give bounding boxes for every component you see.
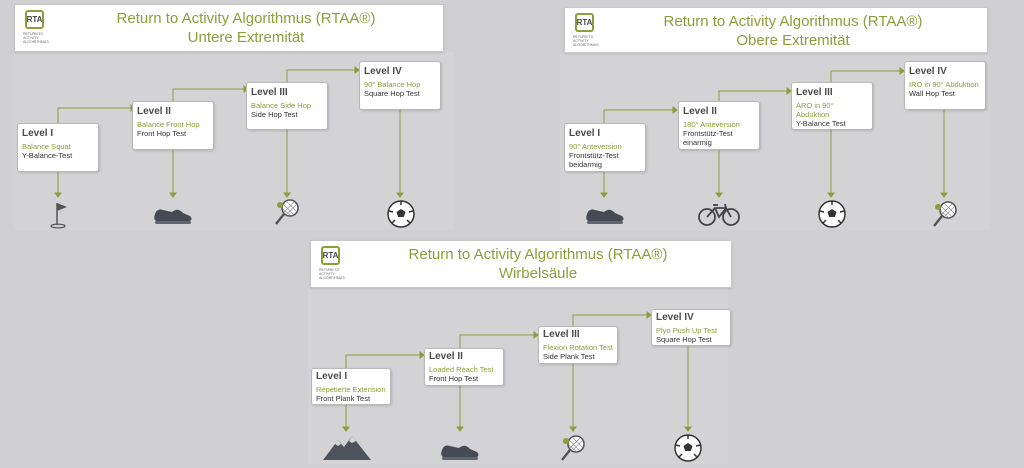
level-test-2: Y-Balance-Test [22, 151, 73, 160]
level-test-2: Square Hop Test [364, 89, 420, 98]
level-test-2: Front Plank Test [316, 394, 371, 403]
rta-badge: RTA [25, 10, 44, 29]
level-label: Level II [683, 106, 717, 117]
level-test-1: Plyo Push Up Test [656, 326, 718, 335]
mountain-icon [323, 436, 371, 460]
level-label: Level IV [909, 66, 947, 77]
level-box-d2-1: Level I 90° Anteversion Frontstütz-Test … [564, 123, 646, 172]
level-box-d2-4: Level IV IRO in 90° Abduktion Wall Hop T… [904, 61, 986, 110]
soccer-ball-icon [674, 434, 702, 462]
level-test-1: Balance Front Hop [137, 120, 200, 129]
soccer-ball-icon [387, 200, 415, 228]
bicycle-icon [698, 203, 740, 226]
golf-flag-icon [50, 203, 67, 229]
level-box-d3-2: Level II Loaded Reach Test Front Hop Tes… [424, 348, 504, 386]
level-label: Level I [22, 128, 54, 139]
level-box-d2-2: Level II 180° Anteversion Frontstütz-Tes… [678, 101, 760, 150]
level-label: Level III [543, 329, 580, 340]
level-test-1: 90° Anteversion [569, 142, 622, 151]
level-label: Level III [251, 87, 288, 98]
level-test-2: Y-Balance Test [796, 119, 846, 128]
tennis-racket-icon [275, 199, 299, 225]
level-test-2: Frontstütz-Test beidarmig [569, 151, 619, 169]
level-label: Level IV [364, 66, 402, 77]
title-line-2: Untere Extremität [187, 29, 305, 46]
level-box-d3-1: Level I Repetierte Extension Front Plank… [311, 368, 391, 405]
level-test-1: Repetierte Extension [316, 385, 386, 394]
level-test-1: 180° Anteversion [683, 120, 740, 129]
level-test-1: Balance Squat [22, 142, 71, 151]
diagram-title: Return to Activity Algorithmus (RTAA®) W… [351, 245, 725, 283]
level-test-2: Wall Hop Test [909, 89, 955, 98]
level-label: Level I [316, 371, 348, 382]
level-box-d1-2: Level II Balance Front Hop Front Hop Tes… [132, 101, 214, 150]
level-test-2: Frontstütz-Test einarmig [683, 129, 733, 147]
level-box-d2-3: Level III ARO in 90° Abduktion Y-Balance… [791, 82, 873, 130]
level-box-d1-4: Level IV 90° Balance Hop Square Hop Test [359, 61, 441, 110]
rta-badge: RTA [321, 246, 340, 265]
running-shoe-icon [154, 209, 192, 224]
level-label: Level IV [656, 312, 694, 323]
title-line-1: Return to Activity Algorithmus (RTAA®) [408, 246, 668, 263]
level-test-1: 90° Balance Hop [364, 80, 421, 89]
level-test-1: Balance Side Hop [251, 101, 312, 110]
title-line-1: Return to Activity Algorithmus (RTAA®) [663, 13, 923, 30]
level-label: Level II [429, 351, 463, 362]
level-test-1: Flexion Rotation Test [543, 343, 613, 352]
level-test-2: Side Plank Test [543, 352, 595, 361]
level-label: Level I [569, 128, 601, 139]
diagram-title: Return to Activity Algorithmus (RTAA®) O… [605, 12, 981, 50]
level-test-1: Loaded Reach Test [429, 365, 494, 374]
title-line-2: Wirbelsäule [498, 265, 578, 282]
diagram-title: Return to Activity Algorithmus (RTAA®) U… [55, 9, 437, 47]
level-test-1: ARO in 90° Abduktion [796, 101, 834, 119]
level-box-d3-4: Level IV Plyo Push Up Test Square Hop Te… [651, 309, 731, 346]
rta-badge: RTA [575, 13, 594, 32]
level-test-2: Side Hop Test [251, 110, 298, 119]
title-line-1: Return to Activity Algorithmus (RTAA®) [116, 10, 376, 27]
level-test-2: Front Hop Test [429, 374, 479, 383]
level-test-2: Front Hop Test [137, 129, 187, 138]
tennis-racket-icon [933, 201, 957, 227]
level-label: Level III [796, 87, 833, 98]
soccer-ball-icon [818, 200, 846, 228]
title-line-2: Obere Extremität [736, 32, 850, 49]
level-test-1: IRO in 90° Abduktion [909, 80, 979, 89]
level-test-2: Square Hop Test [656, 335, 712, 344]
tennis-racket-icon [561, 435, 585, 461]
running-shoe-icon [441, 445, 479, 460]
level-box-d1-3: Level III Balance Side Hop Side Hop Test [246, 82, 328, 130]
level-box-d1-1: Level I Balance Squat Y-Balance-Test [17, 123, 99, 172]
level-label: Level II [137, 106, 171, 117]
running-shoe-icon [586, 209, 624, 224]
level-box-d3-3: Level III Flexion Rotation Test Side Pla… [538, 326, 618, 364]
